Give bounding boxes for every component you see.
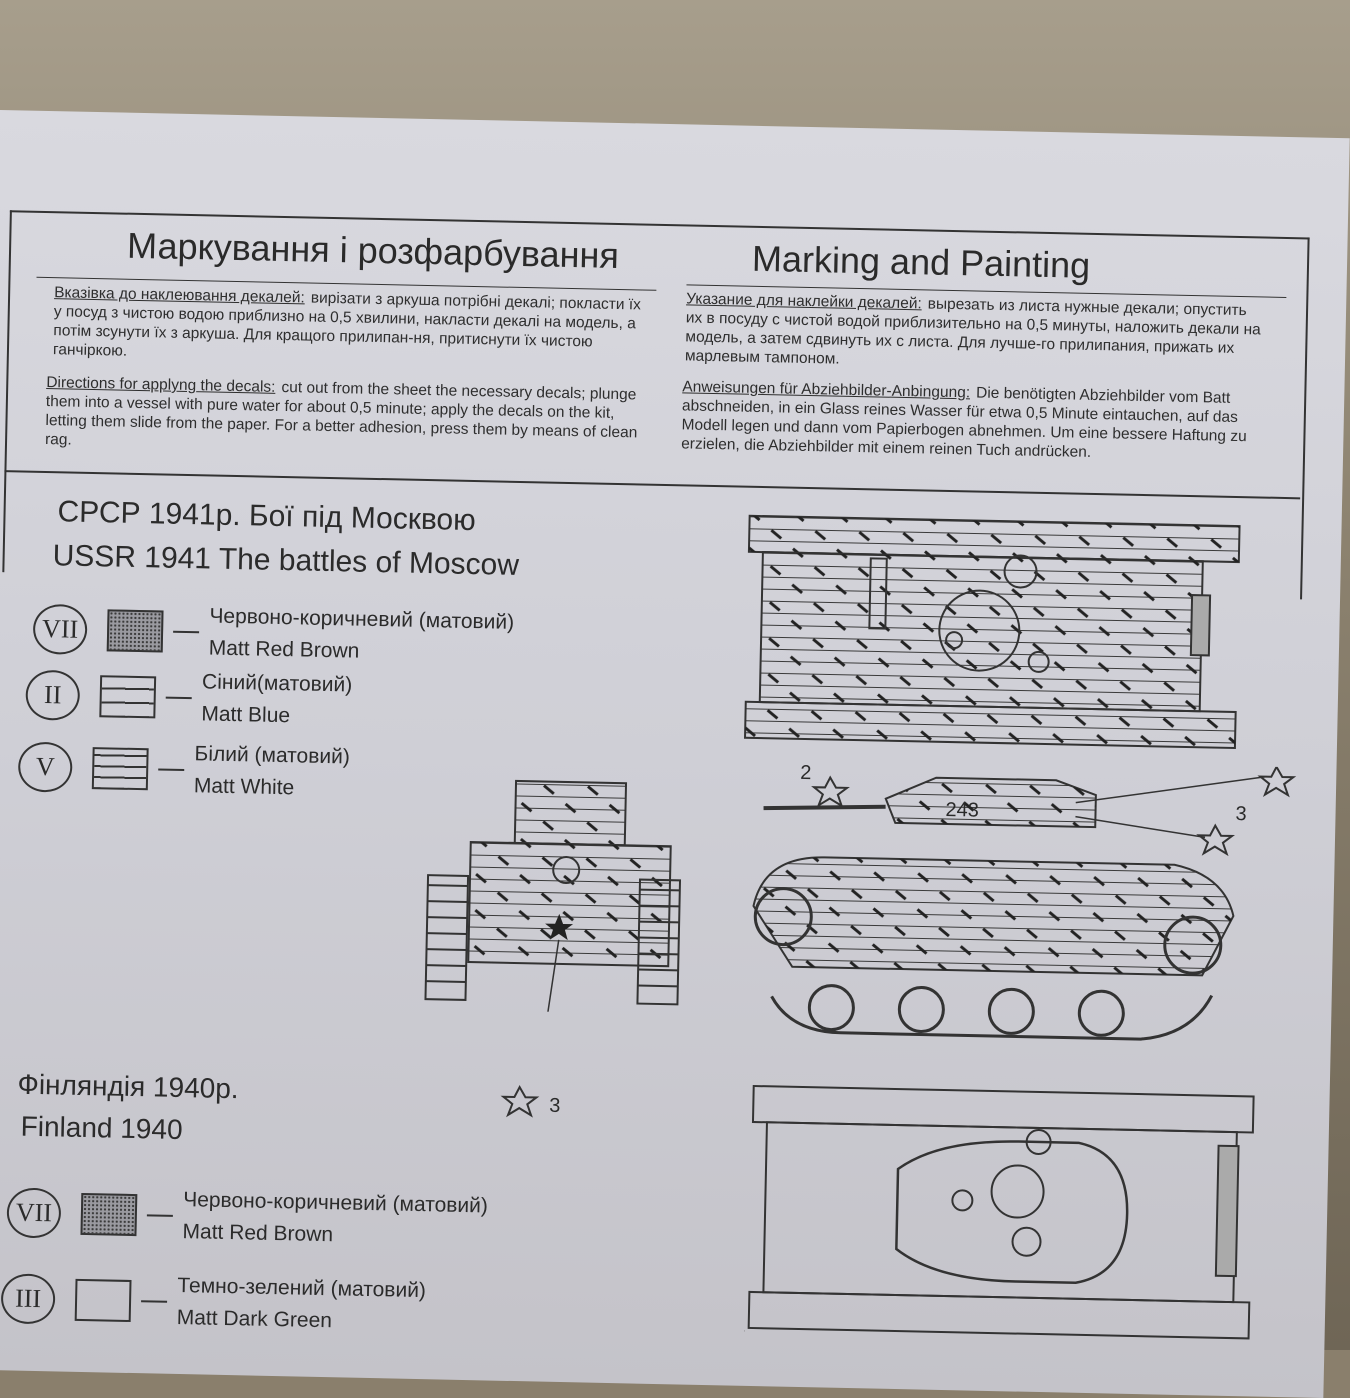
color-name-ukrainian: Сіний(матовий) (201, 670, 353, 697)
paint-number-badge: II (25, 669, 81, 721)
color-name-ukrainian: Темно-зелений (матовий) (177, 1273, 427, 1303)
color-name-ukrainian: Білий (матовий) (194, 742, 351, 769)
instructions-ukrainian: Вказівка до наклеювання декалей:вирізати… (53, 283, 644, 371)
legend-row-blue: II Сіний(матовий) Matt Blue (25, 663, 352, 734)
callout-3-bottom: 3 (549, 1095, 561, 1117)
color-name-english: Matt Red Brown (208, 636, 360, 663)
tank-top-view-finland-drawing: 7 (744, 1084, 1255, 1347)
color-name-english: Matt White (193, 774, 295, 800)
paint-number-badge: VII (6, 1187, 62, 1239)
legend-names: Сіний(матовий) Matt Blue (201, 666, 353, 733)
callout-7: 7 (744, 1327, 745, 1347)
legend-dash (165, 696, 192, 700)
color-name-english: Matt Red Brown (182, 1220, 334, 1247)
callout-3: 3 (1235, 803, 1247, 825)
legend-row-red-brown-finland: VII Червоно-коричневий (матовий) Matt Re… (6, 1180, 488, 1254)
legend-dash (158, 768, 185, 772)
instructions-english-label: Directions for applyng the decals: (46, 374, 276, 396)
legend-row-dark-green: III Темно-зелений (матовий) Matt Dark Gr… (0, 1266, 426, 1339)
callout-2: 2 (800, 762, 812, 784)
white-swatch (91, 747, 149, 791)
legend-names: Білий (матовий) Matt White (194, 738, 351, 805)
paint-number-badge: III (0, 1273, 56, 1325)
section2-title-english: Finland 1940 (20, 1110, 183, 1146)
legend-row-white: V Білий (матовий) Matt White (17, 735, 351, 806)
paint-number-badge: V (17, 741, 73, 793)
callout-1: 1 (1285, 756, 1297, 765)
tank-side-view-drawing: 243 2 1 3 (752, 756, 1297, 1041)
instructions-english: Directions for applyng the decals:cut ou… (45, 373, 641, 461)
red-brown-swatch (106, 609, 164, 653)
star-callout-bottom: 3 (500, 1085, 561, 1118)
title-english: Marking and Painting (751, 237, 1091, 286)
color-name-english: Matt Dark Green (176, 1305, 333, 1333)
legend-row-red-brown: VII Червоно-коричневий (матовий) Matt Re… (32, 597, 514, 671)
instruction-sheet: Маркування і розфарбування Marking and P… (0, 110, 1350, 1398)
instructions-russian: Указание для наклейки декалей:вырезать и… (685, 289, 1266, 377)
instructions-german: Anweisungen für Abziehbilder-Anbingung:D… (681, 377, 1272, 465)
blue-swatch (99, 675, 157, 719)
turret-number-label: 243 (945, 799, 979, 822)
red-brown-swatch (80, 1192, 138, 1237)
tank-top-view-drawing (743, 514, 1241, 750)
legend-names: Червоно-коричневий (матовий) Matt Red Br… (182, 1184, 488, 1254)
dark-green-swatch (74, 1278, 132, 1323)
tank-front-view-drawing (424, 779, 682, 1015)
legend-dash (146, 1214, 173, 1217)
paint-number-badge: VII (32, 603, 88, 655)
legend-dash (141, 1300, 168, 1303)
instructions-russian-label: Указание для наклейки декалей: (686, 290, 922, 313)
legend-names: Темно-зелений (матовий) Matt Dark Green (176, 1270, 427, 1339)
section2-title-ukrainian: Фінляндія 1940р. (17, 1068, 239, 1105)
legend-names: Червоно-коричневий (матовий) Matt Red Br… (208, 601, 515, 671)
legend-dash (173, 630, 200, 634)
color-name-english: Matt Blue (201, 702, 291, 728)
